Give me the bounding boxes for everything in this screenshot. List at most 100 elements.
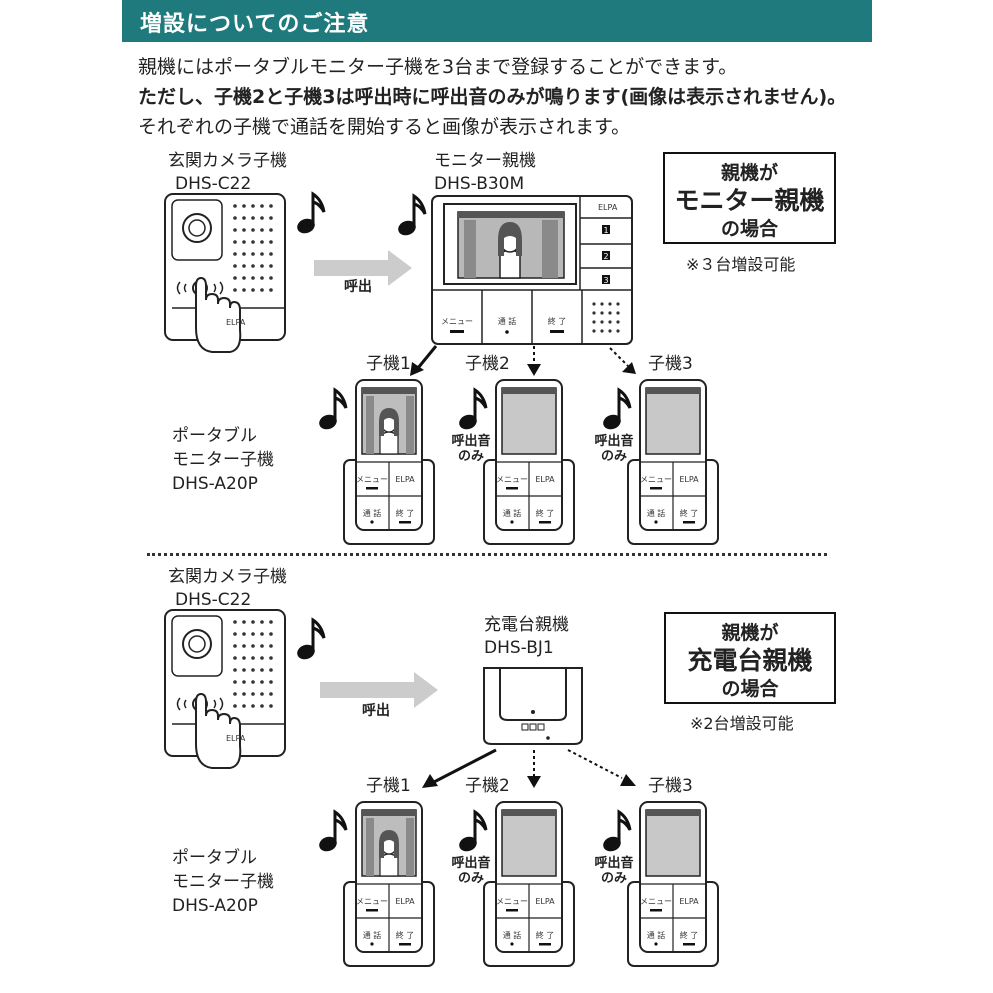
camera-model-2: DHS-C22 <box>175 590 252 610</box>
handset-label-1b: 子機1 <box>366 776 411 796</box>
monitor-brand: ELPA <box>598 203 618 212</box>
music-note-icon <box>297 617 326 660</box>
ring-only-label-3a: 呼出音 のみ <box>589 434 639 464</box>
call-arrow-icon <box>314 250 412 286</box>
handset-end-label: 終 了 <box>680 930 699 940</box>
expansion-note-1: ※３台増設可能 <box>686 255 796 274</box>
parent-model-1: DHS-B30M <box>434 174 525 194</box>
distribution-arrows-1 <box>410 345 636 376</box>
intro-line2-bold: ただし、子機2と子機3は呼出時に呼出音のみが鳴ります(画像は表示されません)。 <box>138 86 847 108</box>
music-note-icon <box>319 387 348 430</box>
call-label-2: 呼出 <box>362 703 390 719</box>
box1-line2: モニター親機 <box>674 186 825 215</box>
parent-name-2: 充電台親機 <box>484 615 569 635</box>
ring-only-line1: 呼出音 <box>594 856 634 871</box>
distribution-arrows-2 <box>422 748 636 788</box>
expansion-note-2: ※2台増設可能 <box>690 714 794 733</box>
handset-name-2: ポータブル モニター子機 DHS-A20P <box>172 846 274 918</box>
handset-menu-label: メニュー <box>640 897 672 906</box>
camera-name-1: 玄関カメラ子機 <box>168 151 287 171</box>
box2-line3: の場合 <box>721 678 779 700</box>
box2-line2: 充電台親機 <box>687 646 813 675</box>
handset-brand: ELPA <box>679 897 699 906</box>
call-label-1: 呼出 <box>344 279 372 295</box>
ring-only-line2: のみ <box>457 449 484 464</box>
handset-end-label: 終 了 <box>680 508 699 518</box>
ring-only-line1: 呼出音 <box>451 434 491 449</box>
handset-talk-label: 通 話 <box>503 930 522 940</box>
handset-name-line2: モニター子機 <box>172 450 274 470</box>
box1-line3: の場合 <box>720 218 778 240</box>
intro-line1: 親機にはポータブルモニター子機を3台まで登録することができます。 <box>138 56 738 78</box>
music-note-icon <box>398 193 427 236</box>
music-note-icon <box>603 387 632 430</box>
parent-type-box-2: 親機が 充電台親機 の場合 <box>664 612 836 704</box>
handset-label-3a: 子機3 <box>648 354 693 374</box>
monitor-key-2: 2 <box>603 252 608 261</box>
handset-label-2b: 子機2 <box>465 776 510 796</box>
parent-name-1: モニター親機 <box>434 151 536 171</box>
music-note-icon <box>319 809 348 852</box>
handset-brand: ELPA <box>395 475 415 484</box>
handset-brand: ELPA <box>395 897 415 906</box>
handset-talk-label: 通 話 <box>503 508 522 518</box>
handset-device-1a: メニュー ELPA 通 話 終 了 <box>343 379 435 545</box>
handset-label-2a: 子機2 <box>465 354 510 374</box>
handset-end-label: 終 了 <box>396 508 415 518</box>
handset-device-3a: メニュー ELPA 通 話 終 了 <box>627 379 719 545</box>
handset-menu-label: メニュー <box>356 897 388 906</box>
handset-model: DHS-A20P <box>172 474 258 494</box>
camera-name-2: 玄関カメラ子機 <box>168 567 287 587</box>
ring-only-label-2a: 呼出音 のみ <box>446 434 496 464</box>
intro-text: 親機にはポータブルモニター子機を3台まで登録することができます。 ただし、子機2… <box>138 52 858 142</box>
handset-end-label: 終 了 <box>536 508 555 518</box>
handset-name-1: ポータブル モニター子機 DHS-A20P <box>172 424 274 496</box>
camera-brand: ELPA <box>226 318 246 327</box>
handset-device-3b: メニュー ELPA 通 話 終 了 <box>627 801 719 967</box>
door-camera-device-2: ELPA <box>164 609 286 769</box>
camera-model-1: DHS-C22 <box>175 174 252 194</box>
camera-brand: ELPA <box>226 734 246 743</box>
section-divider <box>147 553 827 556</box>
intro-line2-rest: それぞれの子機で通話を開始すると画像が表示されます。 <box>138 116 631 138</box>
handset-end-label: 終 了 <box>536 930 555 940</box>
handset-name-line2: モニター子機 <box>172 872 274 892</box>
ring-only-line2: のみ <box>600 449 627 464</box>
handset-end-label: 終 了 <box>396 930 415 940</box>
ring-only-line1: 呼出音 <box>594 434 634 449</box>
door-camera-device-1: ELPA <box>164 193 286 353</box>
box2-line1: 親機が <box>721 622 779 644</box>
box1-line1: 親機が <box>720 162 778 184</box>
monitor-key-1: 1 <box>603 226 608 235</box>
music-note-icon <box>603 809 632 852</box>
handset-device-1b: メニュー ELPA 通 話 終 了 <box>343 801 435 967</box>
handset-label-1a: 子機1 <box>366 354 411 374</box>
monitor-talk-label: 通 話 <box>498 316 517 326</box>
monitor-key-3: 3 <box>603 276 608 285</box>
ring-only-line1: 呼出音 <box>451 856 491 871</box>
handset-brand: ELPA <box>679 475 699 484</box>
monitor-menu-label: メニュー <box>441 317 473 326</box>
ring-only-line2: のみ <box>600 871 627 886</box>
ring-only-line2: のみ <box>457 871 484 886</box>
call-arrow-icon <box>320 672 438 708</box>
ring-only-label-3b: 呼出音 のみ <box>589 856 639 886</box>
music-note-icon <box>297 191 326 234</box>
monitor-parent-device: ELPA 1 2 3 メニュー 通 話 終 了 <box>431 195 633 345</box>
handset-device-2b: メニュー ELPA 通 話 終 了 <box>483 801 575 967</box>
handset-menu-label: メニュー <box>356 475 388 484</box>
monitor-end-label: 終 了 <box>548 316 567 326</box>
handset-menu-label: メニュー <box>640 475 672 484</box>
section-header: 増設についてのご注意 <box>122 0 872 42</box>
handset-talk-label: 通 話 <box>363 508 382 518</box>
parent-model-2: DHS-BJ1 <box>484 638 554 658</box>
section-title: 増設についてのご注意 <box>140 12 370 37</box>
handset-name-line1: ポータブル <box>172 426 257 446</box>
handset-talk-label: 通 話 <box>647 508 666 518</box>
music-note-icon <box>459 809 488 852</box>
ring-only-label-2b: 呼出音 のみ <box>446 856 496 886</box>
music-note-icon <box>459 387 488 430</box>
handset-device-2a: メニュー ELPA 通 話 終 了 <box>483 379 575 545</box>
handset-menu-label: メニュー <box>496 475 528 484</box>
handset-talk-label: 通 話 <box>647 930 666 940</box>
